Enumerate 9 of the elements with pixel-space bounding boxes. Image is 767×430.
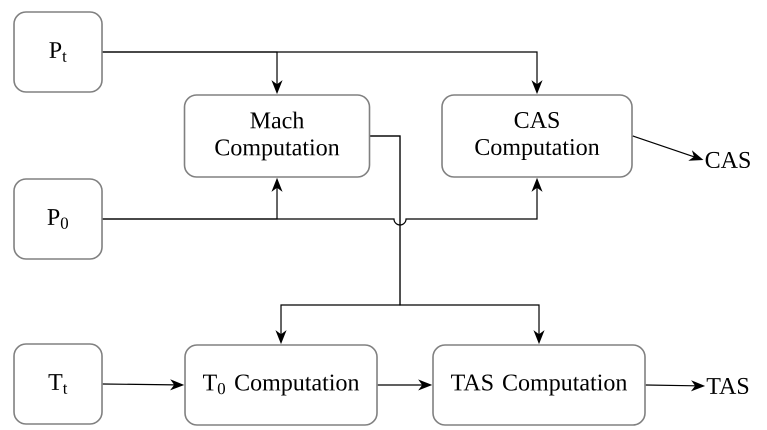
process-box: TAS Computation bbox=[432, 344, 646, 426]
input-box: P$_{t}$ bbox=[13, 11, 103, 93]
process-box: T$_{0}$ Computation bbox=[184, 344, 378, 426]
input-box: T$_{t}$ bbox=[13, 343, 103, 425]
process-box: Mach Computation bbox=[184, 94, 370, 178]
output-label: CAS bbox=[706, 152, 750, 168]
process-box: CAS Computation bbox=[441, 94, 633, 178]
output-label: TAS bbox=[706, 378, 748, 394]
input-box: P$_{0}$ bbox=[13, 178, 103, 260]
